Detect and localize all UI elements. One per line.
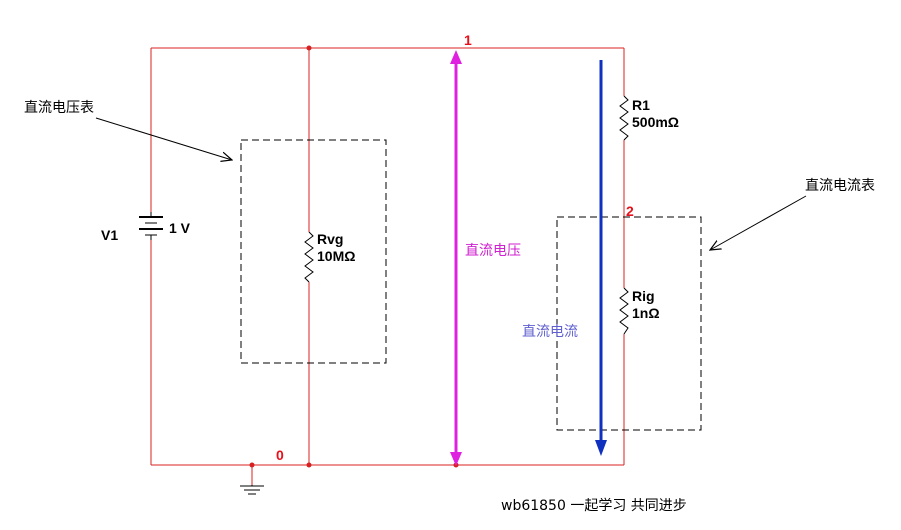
- arrow-down-icon: [595, 440, 607, 456]
- r1-name: R1: [632, 97, 650, 113]
- ammeter-box: [556, 216, 702, 431]
- current-label: 直流电流: [522, 323, 578, 340]
- circuit-wires: [150, 47, 625, 485]
- junction-dot: [306, 462, 312, 468]
- r1-value: 500mΩ: [632, 114, 679, 130]
- arrow-up-icon: [450, 50, 462, 64]
- node-label-1: 1: [464, 32, 472, 48]
- junction-dot: [306, 45, 312, 51]
- voltage-label: 直流电压: [465, 242, 521, 259]
- current-arrow: [595, 60, 607, 456]
- resistor-rig-icon: [619, 287, 629, 335]
- footer-text: wb61850 一起学习 共同进步: [501, 498, 687, 514]
- resistor-r1-icon: [619, 95, 629, 141]
- rvg-value: 10MΩ: [317, 248, 355, 264]
- rig-value: 1nΩ: [632, 305, 660, 321]
- voltmeter-label: 直流电压表: [24, 99, 94, 116]
- resistor-rvg-icon: [304, 231, 314, 283]
- junction-dot: [249, 462, 255, 468]
- v1-name: V1: [101, 227, 118, 243]
- ground-icon: [240, 485, 264, 495]
- node-label-2: 2: [626, 203, 634, 219]
- v1-value: 1 V: [169, 220, 191, 236]
- voltage-arrow: [450, 50, 462, 466]
- battery-icon: [139, 212, 163, 240]
- arrow-down-icon: [450, 452, 462, 466]
- rig-name: Rig: [632, 288, 655, 304]
- ammeter-label: 直流电流表: [805, 177, 875, 194]
- node-label-0: 0: [276, 447, 284, 463]
- voltmeter-box: [240, 139, 387, 364]
- rvg-name: Rvg: [317, 231, 343, 247]
- voltmeter-pointer: [95, 117, 232, 160]
- ammeter-pointer: [710, 195, 807, 250]
